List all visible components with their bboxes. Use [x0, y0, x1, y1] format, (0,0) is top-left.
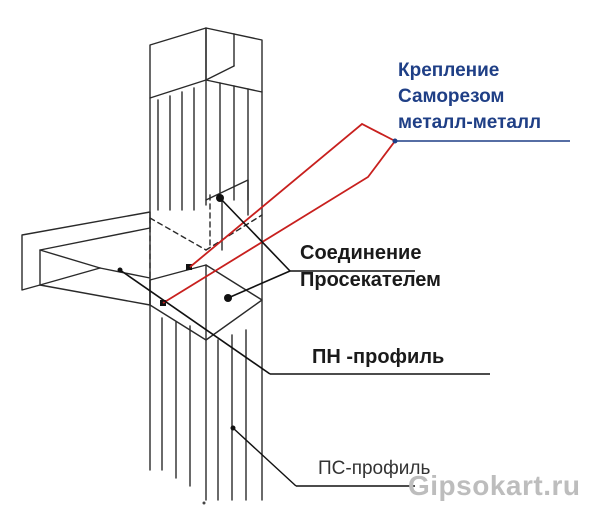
crimp-joint-label-line-1: Соединение	[300, 242, 422, 264]
pn-leader	[119, 269, 490, 375]
ps-profile-label: ПС-профиль	[318, 458, 431, 479]
crimp-leaders	[219, 197, 415, 299]
pn-profile-shape	[21, 211, 263, 341]
crimp-point-lower	[224, 294, 232, 302]
fastening-label-line-2: Саморезом	[398, 86, 505, 107]
fastening-label-line-3: металл-металл	[398, 112, 542, 133]
fastening-label-line-1: Крепление	[398, 60, 500, 81]
hidden-edges	[149, 194, 263, 281]
ps-profile-shape	[149, 27, 263, 501]
watermark: Gipsokart.ru	[408, 470, 581, 501]
fastening-label: Крепление Саморезом металл-металл	[398, 58, 541, 136]
pn-profile-label: ПН -профиль	[312, 346, 445, 368]
pn-point	[117, 267, 123, 273]
crimp-joint-label: Соединение Просекателем	[300, 240, 441, 294]
screw-point-upper	[186, 264, 192, 270]
crimp-joint-label-line-2: Просекателем	[300, 269, 441, 291]
crimp-point-upper	[216, 194, 224, 202]
ps-leader	[232, 427, 415, 487]
fastening-anchor-dot	[392, 138, 398, 144]
ps-point	[230, 425, 236, 431]
